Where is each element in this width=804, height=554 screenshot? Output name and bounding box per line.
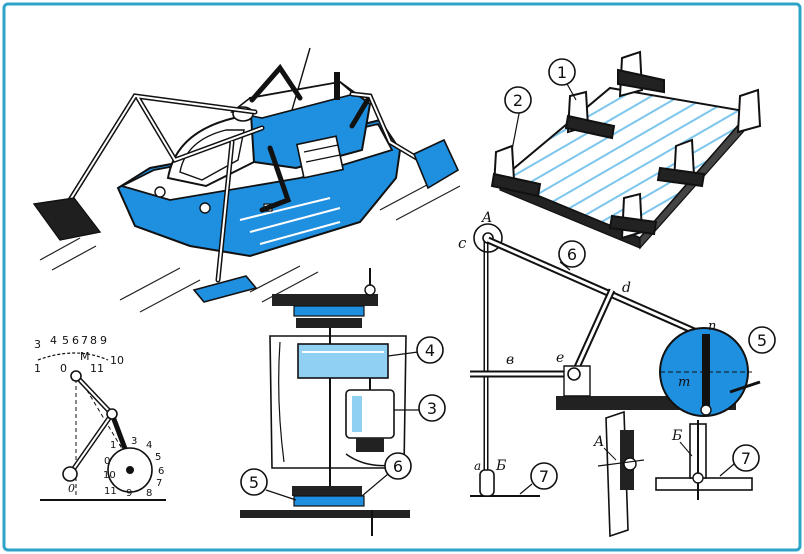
motor-assembly-illustration: 4 3 5 6 (240, 268, 446, 536)
control-box (295, 135, 345, 179)
clock-5: 5 (155, 452, 161, 463)
clock-8: 8 (146, 488, 152, 499)
letter-m: m (678, 375, 690, 390)
callout-6-bottom-label: 6 (393, 457, 403, 476)
dial-mechanism-illustration: 0 3 4 5 6 7 8 9 1 10 0 M 11 1 2 3 4 5 6 … (34, 334, 166, 501)
callout-7-right-circle (530, 462, 558, 490)
hull-shading (239, 197, 341, 245)
callout-5-right-label: 5 (757, 331, 767, 350)
foot-right (412, 138, 460, 190)
clock-1: 1 (110, 440, 116, 451)
clock-2: 2 (119, 438, 125, 449)
antenna (291, 47, 311, 111)
callout-3-circle (418, 394, 446, 422)
detail-B-label: Б (671, 428, 682, 444)
callout-7-detail-circle (732, 444, 760, 472)
clock-6: 6 (158, 466, 164, 477)
letter-c: c (458, 234, 467, 252)
dial-top-9: 9 (100, 334, 107, 347)
letter-v: в (506, 352, 514, 368)
callout-4-circle (416, 336, 444, 364)
letter-d: d (622, 280, 631, 296)
cabin-window (179, 129, 245, 181)
joint-details: A Б 7 (592, 410, 760, 538)
letter-e: e (556, 350, 564, 366)
mast-post (334, 72, 340, 100)
callout-5-bottom-circle (240, 468, 268, 496)
dial-top-10: 10 (110, 354, 124, 367)
base-frame-illustration: 1 2 (490, 50, 762, 250)
clock-4: 4 (146, 440, 152, 451)
clock-10: 10 (103, 470, 116, 481)
callout-6-right-label: 6 (567, 245, 577, 264)
letter-B: Б (495, 458, 506, 474)
dial-top-7: 7 (81, 334, 88, 347)
clock-7: 7 (156, 478, 162, 489)
callout-5-right-circle (748, 326, 776, 354)
callout-1-circle (548, 58, 576, 86)
dial-mid-0: 0 (60, 362, 67, 375)
letter-a: a (474, 459, 481, 473)
dial-top-1: 1 (34, 362, 41, 375)
letter-n: n (708, 319, 716, 334)
clock-11: 11 (104, 486, 117, 497)
foot-left (32, 197, 102, 241)
pivot-label: 0 (68, 482, 75, 495)
dial-top-6: 6 (72, 334, 79, 347)
foot-rear (192, 275, 258, 303)
letter-A: A (480, 210, 492, 226)
clock-9: 9 (126, 488, 132, 499)
callout-7-right-label: 7 (539, 467, 549, 486)
detail-A-label: A (592, 434, 604, 450)
callout-4-label: 4 (425, 341, 435, 360)
callout-7-detail-label: 7 (741, 449, 751, 468)
dial-mid-M: M (80, 350, 90, 363)
callout-6-bottom-circle (384, 452, 412, 480)
battery-block (297, 343, 389, 379)
frame-brackets (490, 50, 762, 240)
dial-top-5: 5 (62, 334, 69, 347)
dial-top-3: 3 (34, 338, 41, 351)
callout-2-label: 2 (513, 91, 523, 110)
walking-boat-illustration (32, 47, 461, 313)
leg-linkage-diagram: A c d n e в m Б a 6 5 7 (458, 210, 776, 497)
callout-2-circle (504, 86, 532, 114)
dial-top-8: 8 (90, 334, 97, 347)
callout-5-bottom-label: 5 (249, 473, 259, 492)
callout-6-right-circle (558, 240, 586, 268)
superstructure-roof (230, 81, 356, 119)
clock-3: 3 (131, 436, 137, 447)
callout-1-label: 1 (557, 63, 567, 82)
dial-mid-11: 11 (90, 362, 104, 375)
ground-hatching (39, 177, 461, 313)
clock-0: 0 (104, 456, 110, 467)
dial-top-4: 4 (50, 334, 57, 347)
callout-3-label: 3 (427, 399, 437, 418)
